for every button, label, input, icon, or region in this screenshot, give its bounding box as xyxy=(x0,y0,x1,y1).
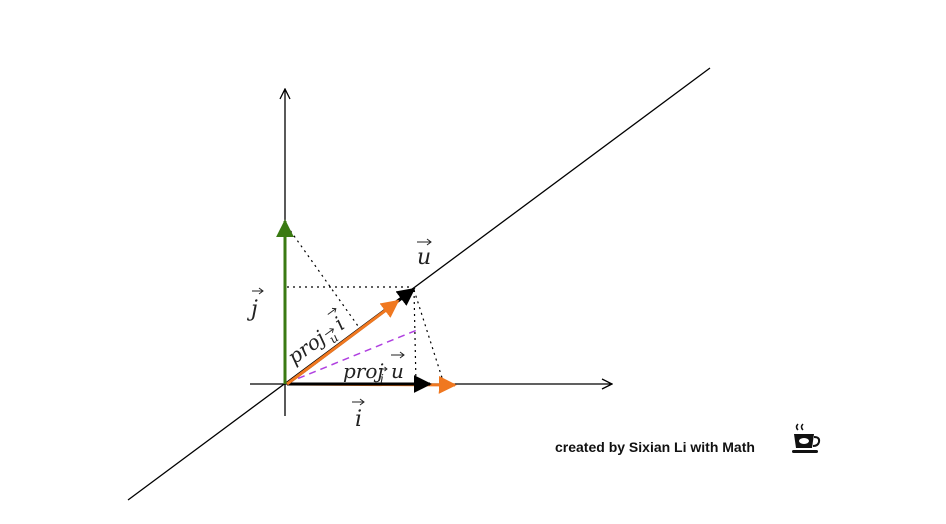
label-i: i xyxy=(352,398,365,432)
line-through-u xyxy=(127,67,711,501)
credit-text: created by Sixian Li with Math xyxy=(555,439,755,455)
label-j-text: j xyxy=(246,297,258,322)
proj-u-i-vector xyxy=(286,299,400,386)
dotted-from-j xyxy=(286,225,359,327)
label-u: u xyxy=(417,238,432,270)
label-proj-u-i-main: proj xyxy=(283,326,330,369)
label-j: j xyxy=(246,287,264,322)
dotted-vertical-right xyxy=(413,289,445,385)
label-proj-i-u-vec: u xyxy=(391,359,404,383)
label-proj-i-u: proj i u xyxy=(343,351,405,386)
coffee-cup-icon xyxy=(792,423,821,453)
dotted-vertical-left xyxy=(413,289,417,385)
label-proj-i-u-sub: i xyxy=(380,372,384,386)
label-u-text: u xyxy=(417,245,431,270)
label-proj-i-u-main: proj xyxy=(343,359,384,383)
label-i-text: i xyxy=(355,407,362,432)
